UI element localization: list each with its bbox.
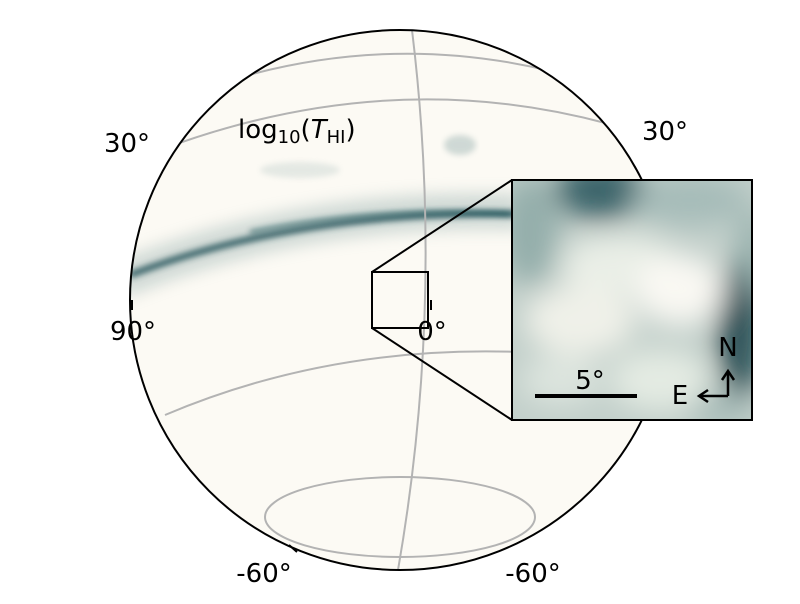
compass-north-label: N	[718, 333, 737, 363]
galactic-plane-band	[130, 210, 521, 279]
tick-mark	[288, 544, 298, 553]
compass-north-arrowhead	[720, 368, 736, 381]
map-title: log10(THI)	[238, 115, 356, 148]
lat-label-upper-left: 30°	[104, 129, 150, 159]
galactic-plane-ridge	[249, 210, 511, 234]
inset-frame	[511, 179, 753, 421]
zoom-indicator	[371, 179, 513, 421]
lon-label-center: 0°	[417, 317, 447, 347]
compass-east-arrowhead	[696, 388, 709, 404]
coordinate-labels: 30° 30° 90° 0° -60° -60°	[104, 117, 688, 589]
scale-bar-label: 5°	[575, 366, 605, 396]
compass-east-label: E	[672, 381, 688, 411]
hi-emission-layer	[130, 135, 521, 297]
emission-cloud	[444, 135, 476, 155]
inset-emission	[512, 180, 752, 420]
lat-label-lower-left: -60°	[236, 559, 291, 589]
lat-label-lower-right: -60°	[505, 559, 560, 589]
zoom-region-box	[371, 271, 429, 329]
globe	[130, 30, 670, 570]
zoom-connector-bottom	[371, 327, 513, 421]
inset-panel: 5° N E	[511, 179, 753, 421]
lon-label-left: 90°	[110, 317, 156, 347]
emission-cloud	[260, 162, 340, 178]
graticule-meridian	[397, 30, 427, 570]
tick-marks	[131, 300, 432, 553]
zoom-connector-top	[371, 179, 513, 273]
graticule-lat-30	[159, 98, 631, 151]
globe-background	[130, 30, 670, 570]
compass	[696, 368, 736, 404]
lat-label-upper-right: 30°	[642, 117, 688, 147]
